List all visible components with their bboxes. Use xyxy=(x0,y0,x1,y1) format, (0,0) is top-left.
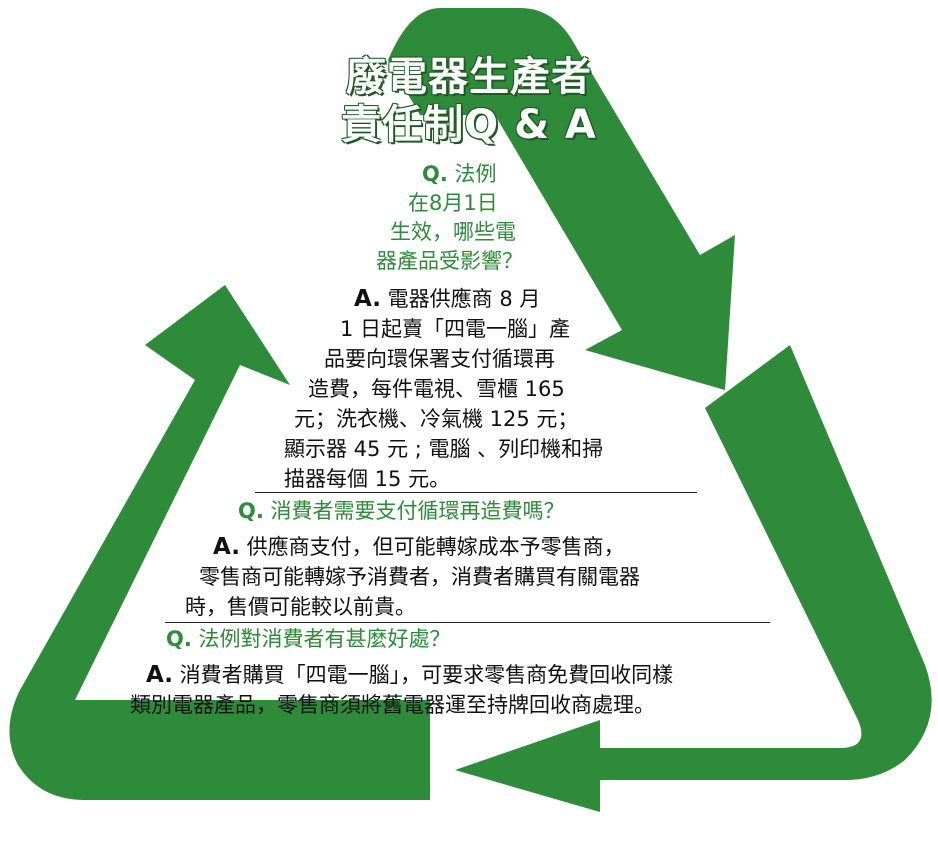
answer-3-line: 類別電器產品，零售商須將舊電器運至持牌回收商處理。 xyxy=(130,693,655,717)
answer-2-line: 供應商支付，但可能轉嫁成本予零售商， xyxy=(246,535,625,559)
answer-1-line: 元；洗衣機、冷氣機 125 元； xyxy=(294,407,579,431)
a-marker: A. xyxy=(146,662,173,688)
answer-1-line: 造費，每件電視、雪櫃 165 xyxy=(308,377,565,401)
arrow-right-segment xyxy=(388,8,735,390)
question-2: Q. 消費者需要支付循環再造費嗎？ xyxy=(238,497,698,526)
question-2-line: 消費者需要支付循環再造費嗎？ xyxy=(270,499,565,523)
question-1-line: 生效，哪些電 xyxy=(390,220,516,244)
title-line-1: 廢電器生產者 xyxy=(346,54,592,100)
answer-3: A. 消費者購買「四電一腦」，可要求零售商免費回收同樣 類別電器產品，零售商須將… xyxy=(130,660,810,720)
question-1: Q. 法例 在8月1日 生效，哪些電 器產品受影響？ xyxy=(376,160,580,276)
title-qa-mark: Q & A xyxy=(464,102,597,148)
divider-2 xyxy=(165,622,770,623)
arrow-bottom-segment xyxy=(455,345,932,812)
question-1-line: 器產品受影響？ xyxy=(376,249,523,273)
question-1-line: 在8月1日 xyxy=(408,191,498,215)
a-marker: A. xyxy=(213,534,240,560)
q-marker: Q. xyxy=(422,162,448,186)
answer-1-line: 1 日起賣「四電一腦」產 xyxy=(340,317,571,341)
answer-1-line: 電器供應商 8 月 xyxy=(387,287,541,311)
question-3-line: 法例對消費者有甚麼好處？ xyxy=(198,627,451,651)
answer-1: A. 電器供應商 8 月 1 日起賣「四電一腦」產 品要向環保署支付循環再 造費… xyxy=(280,284,700,494)
q-marker: Q. xyxy=(166,627,192,651)
a-marker: A. xyxy=(354,286,381,312)
answer-2: A. 供應商支付，但可能轉嫁成本予零售商， 零售商可能轉嫁予消費者，消費者購買有… xyxy=(185,532,765,622)
question-3: Q. 法例對消費者有甚麼好處？ xyxy=(166,625,726,654)
question-1-line: 法例 xyxy=(454,162,497,186)
q-marker: Q. xyxy=(238,499,264,523)
answer-1-line: 顯示器 45 元 ; 電腦 、列印機和掃 xyxy=(284,437,604,461)
divider-1 xyxy=(255,492,697,493)
answer-3-line: 消費者購買「四電一腦」，可要求零售商免費回收同樣 xyxy=(179,663,674,687)
title-line-2: 責任制Q & A xyxy=(300,100,638,150)
source-note: 資料來源：立法會文件 xyxy=(615,784,856,809)
title-line-2-text: 責任制 xyxy=(341,102,465,148)
answer-1-line: 品要向環保署支付循環再 xyxy=(324,347,555,371)
answer-2-line: 時，售價可能較以前貴。 xyxy=(185,595,416,619)
answer-2-line: 零售商可能轉嫁予消費者，消費者購買有關電器 xyxy=(199,565,640,589)
arrow-left-segment xyxy=(9,285,430,800)
answer-1-line: 描器每個 15 元。 xyxy=(284,467,451,491)
